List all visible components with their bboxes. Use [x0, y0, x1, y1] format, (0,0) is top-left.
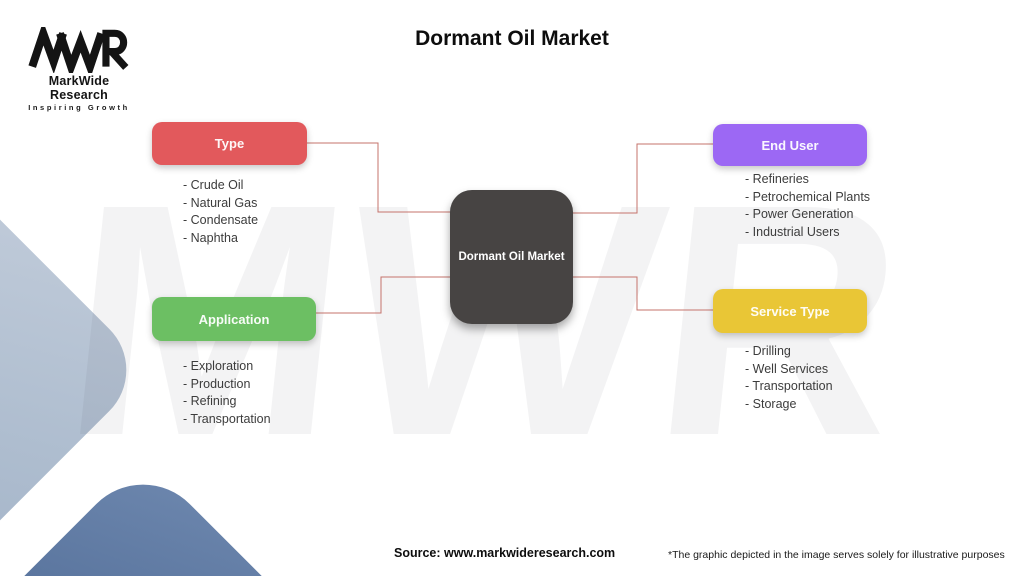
center-node-box: Dormant Oil Market: [450, 190, 573, 324]
list-item: Condensate: [183, 212, 258, 230]
node-end-user-label: End User: [761, 137, 819, 153]
node-service-type-box: Service Type: [713, 289, 867, 333]
node-end-user-list: RefineriesPetrochemical PlantsPower Gene…: [745, 171, 870, 241]
node-type-label: Type: [214, 136, 245, 151]
list-item: Refineries: [745, 171, 870, 189]
list-item: Refining: [183, 393, 271, 411]
list-item: Petrochemical Plants: [745, 189, 870, 207]
node-service-type-label: Service Type: [750, 303, 830, 319]
logo: MWR MarkWide Research Inspiring Growth: [20, 27, 138, 112]
node-application-label: Application: [198, 311, 270, 327]
node-type-list: Crude OilNatural GasCondensateNaphtha: [183, 177, 258, 247]
connector-end-user: [572, 143, 713, 214]
connector-service-type: [572, 276, 713, 311]
node-application-list: ExplorationProductionRefiningTransportat…: [183, 358, 271, 429]
logo-tagline: Inspiring Growth: [28, 103, 130, 112]
list-item: Storage: [745, 396, 833, 414]
list-item: Naphtha: [183, 230, 258, 248]
node-service-type-list: DrillingWell ServicesTransportationStora…: [745, 343, 833, 414]
logo-company-name: MarkWide Research: [48, 74, 110, 102]
connector-type: [307, 142, 452, 213]
list-item: Transportation: [183, 411, 270, 429]
list-item: Transportation: [745, 378, 832, 396]
list-item: Natural Gas: [183, 195, 258, 213]
node-end-user-box: End User: [713, 124, 867, 166]
connector-application: [316, 276, 452, 314]
node-application-box: Application: [152, 297, 316, 341]
logo-mwr-icon: MWR: [28, 27, 129, 73]
page-title: Dormant Oil Market: [415, 27, 609, 50]
disclaimer-text: *The graphic depicted in the image serve…: [668, 549, 1005, 561]
list-item: Production: [183, 376, 271, 394]
list-item: Crude Oil: [183, 177, 258, 195]
list-item: Industrial Users: [745, 224, 870, 242]
source-text: Source: www.markwideresearch.com: [394, 546, 616, 560]
list-item: Power Generation: [745, 206, 870, 224]
node-type-box: Type: [152, 122, 307, 165]
center-node-label: Dormant Oil Market: [458, 251, 565, 263]
list-item: Drilling: [745, 343, 833, 361]
list-item: Well Services: [745, 361, 833, 379]
list-item: Exploration: [183, 358, 271, 376]
